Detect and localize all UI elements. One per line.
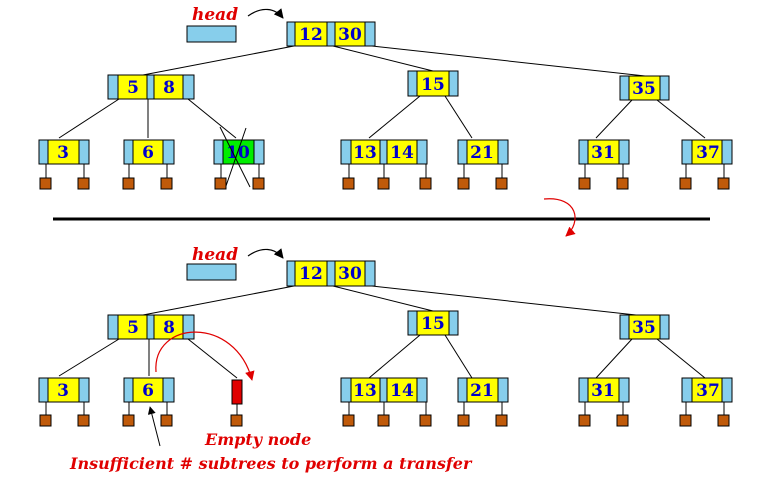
key-21: 21 [470, 143, 494, 163]
key-6: 6 [142, 143, 154, 163]
key-37: 37 [696, 143, 720, 163]
key-13: 13 [353, 143, 377, 163]
head-arrow-after [247, 248, 284, 259]
key-3: 3 [57, 381, 69, 401]
key-31: 31 [591, 143, 615, 163]
after-edges [45, 285, 725, 415]
after-leaf-6: 6 [123, 377, 175, 403]
key-5: 5 [127, 318, 139, 338]
insufficient-subtrees-note: Insufficient # subtrees to perform a tra… [69, 454, 473, 473]
key-30: 30 [338, 264, 362, 284]
key-13: 13 [353, 381, 377, 401]
empty-node [231, 379, 243, 405]
before-edges [45, 45, 725, 178]
after-leaf-21: 21 [457, 377, 509, 403]
key-21: 21 [470, 381, 494, 401]
key-15: 15 [421, 75, 445, 95]
transfer-arrow [155, 331, 255, 381]
key-14: 14 [390, 143, 414, 163]
key-30: 30 [338, 25, 362, 45]
key-15: 15 [421, 314, 445, 334]
after-leaf-13-14: 13 14 [340, 377, 428, 403]
before-leaf-3: 3 [38, 139, 90, 165]
after-internal-node-35: 35 [619, 314, 670, 340]
head-label: head [192, 5, 238, 25]
before-leaf-10-deleted: 10 [213, 126, 265, 188]
before-leaf-6: 6 [123, 139, 175, 165]
after-tree: head [38, 245, 733, 473]
key-6: 6 [142, 381, 154, 401]
key-10: 10 [226, 143, 250, 163]
after-internal-node-5-8: 5 8 [107, 314, 195, 340]
key-14: 14 [390, 381, 414, 401]
after-leaf-31: 31 [578, 377, 630, 403]
after-leaf-37: 37 [681, 377, 733, 403]
before-leaf-stubs [39, 177, 730, 190]
key-35: 35 [632, 318, 656, 338]
strike-line-1 [219, 126, 251, 188]
key-35: 35 [632, 79, 656, 99]
empty-node-label: Empty node [204, 430, 311, 449]
before-leaf-37: 37 [681, 139, 733, 165]
head-pointer-box-after [186, 263, 237, 281]
before-root-node: 12 30 [286, 21, 376, 47]
after-leaf-stubs [39, 414, 730, 427]
key-12: 12 [299, 25, 323, 45]
key-31: 31 [591, 381, 615, 401]
before-internal-node-5-8: 5 8 [107, 74, 195, 100]
before-leaf-31: 31 [578, 139, 630, 165]
after-leaf-3: 3 [38, 377, 90, 403]
transition-arrow [543, 198, 576, 237]
key-12: 12 [299, 264, 323, 284]
before-leaf-21: 21 [457, 139, 509, 165]
before-tree: head [38, 5, 733, 190]
head-arrow [247, 8, 284, 19]
key-5: 5 [127, 78, 139, 98]
strike-line-2 [225, 127, 247, 187]
before-internal-node-35: 35 [619, 75, 670, 101]
before-internal-node-15: 15 [407, 70, 459, 97]
key-3: 3 [57, 143, 69, 163]
before-leaf-13-14: 13 14 [340, 139, 428, 165]
after-internal-node-15: 15 [407, 310, 459, 336]
note-pointer-arrow [147, 406, 161, 447]
key-8: 8 [163, 78, 175, 98]
head-label-after: head [192, 245, 238, 265]
head-pointer-box [186, 25, 237, 43]
after-root-node: 12 30 [286, 260, 376, 287]
key-37: 37 [696, 381, 720, 401]
key-8: 8 [163, 318, 175, 338]
